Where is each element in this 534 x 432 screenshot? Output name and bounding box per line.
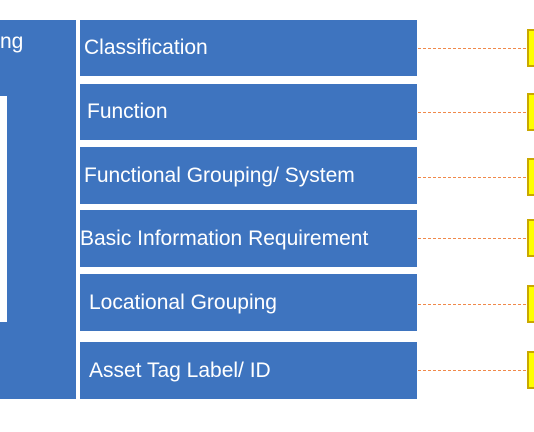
connector-line	[418, 112, 526, 113]
inner-white-bar	[0, 96, 7, 322]
connector-line	[418, 238, 526, 239]
connector-line	[418, 304, 526, 305]
target-marker	[527, 158, 534, 196]
target-marker	[527, 219, 534, 257]
category-label: Asset Tag Label/ ID	[89, 358, 271, 382]
parent-category-label: ng	[0, 30, 24, 53]
target-marker	[527, 285, 534, 323]
category-label: Function	[87, 100, 168, 123]
category-band-classification: Classification	[80, 20, 417, 76]
category-band-functional-grouping: Functional Grouping/ System	[80, 147, 417, 204]
connector-line	[418, 48, 526, 49]
target-marker	[527, 29, 534, 67]
connector-line	[418, 370, 526, 371]
category-band-asset-tag: Asset Tag Label/ ID	[80, 342, 417, 399]
parent-category-box	[0, 20, 76, 399]
category-band-basic-information: Basic Information Requirement	[80, 210, 417, 267]
connector-line	[418, 177, 526, 178]
category-label: Basic Information Requirement	[80, 226, 369, 250]
category-band-locational-grouping: Locational Grouping	[80, 274, 417, 331]
category-label: Functional Grouping/ System	[84, 163, 355, 187]
category-band-function: Function	[80, 84, 417, 140]
target-marker	[527, 351, 534, 389]
category-label: Locational Grouping	[89, 290, 277, 314]
category-label: Classification	[84, 36, 208, 59]
target-marker	[527, 93, 534, 131]
